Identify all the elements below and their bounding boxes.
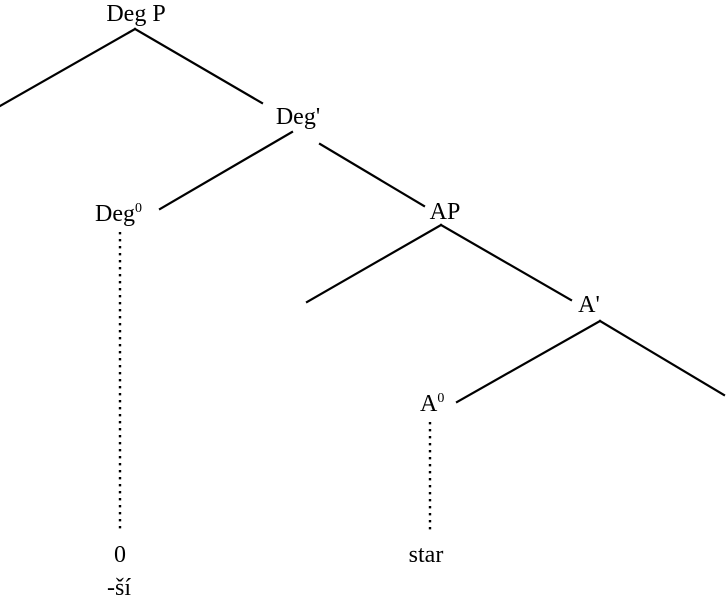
node-a0-label: A	[420, 391, 438, 417]
branch-ap-left	[305, 223, 443, 304]
node-degp: Deg P	[106, 1, 165, 27]
branch-abar-a0	[455, 319, 602, 404]
node-deg0-sup: 0	[135, 201, 142, 216]
node-a0-sup: 0	[437, 391, 444, 406]
node-abar: A'	[578, 292, 600, 318]
leaf-deg-zero: 0	[114, 542, 126, 568]
node-ap: AP	[430, 199, 461, 225]
leaf-a-star: star	[409, 542, 444, 568]
node-deg0-label: Deg	[95, 201, 135, 227]
leaf-deg-morpheme: -ší	[107, 575, 131, 601]
branch-abar-right	[598, 319, 726, 397]
node-deg0: Deg0	[95, 201, 142, 227]
branch-degbar-ap	[318, 142, 426, 208]
branch-degbar-deg0	[158, 130, 294, 211]
branch-degp-left	[0, 27, 137, 108]
branch-degp-degbar	[133, 27, 264, 105]
node-degbar: Deg'	[276, 104, 320, 130]
node-a0: A0	[420, 391, 444, 417]
branch-ap-abar	[439, 223, 573, 302]
